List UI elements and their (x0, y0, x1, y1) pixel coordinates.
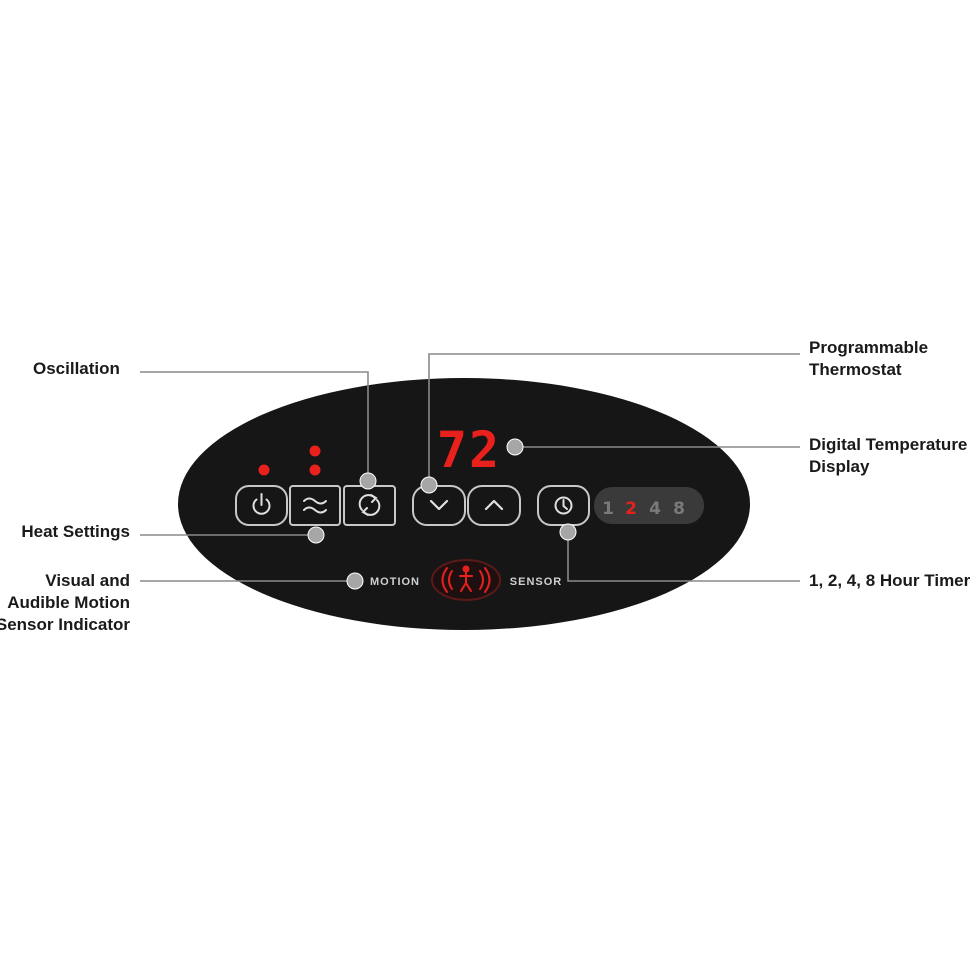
callout-motion-line-1: Visual and (45, 571, 130, 590)
temperature-down-button[interactable] (412, 485, 466, 526)
oscillation-arrows-icon (358, 494, 381, 516)
temperature-display: 72 (437, 421, 501, 479)
callout-thermostat-line-2: Thermostat (809, 360, 902, 379)
callout-timer: 1, 2, 4, 8 Hour Timer (809, 570, 970, 592)
dot-heat-settings (307, 526, 325, 544)
callout-temperature-line-1: Digital Temperature (809, 435, 968, 454)
dot-oscillation (359, 472, 377, 490)
timer-indicator-strip (594, 487, 704, 524)
timer-option-2: 2 (625, 499, 637, 519)
clock-icon (554, 496, 573, 515)
motion-label: MOTION (370, 576, 420, 588)
power-icon (252, 493, 271, 515)
dot-timer (559, 523, 577, 541)
timer-button[interactable] (537, 485, 590, 526)
heat-indicator-led-high-bottom (309, 464, 321, 476)
callout-motion-indicator: Visual and Audible Motion Sensor Indicat… (0, 570, 130, 636)
motion-sensor-person-icon (441, 565, 491, 593)
leader-lines (140, 353, 800, 582)
dot-thermostat (420, 476, 438, 494)
leader-oscillation (140, 371, 369, 481)
callout-motion-line-2: Audible Motion (7, 593, 130, 612)
leader-thermostat (428, 353, 800, 485)
heat-waves-icon (303, 497, 327, 514)
temperature-up-button[interactable] (467, 485, 521, 526)
callout-temperature-display: Digital Temperature Display (809, 434, 967, 478)
dot-motion (346, 572, 364, 590)
callout-motion-line-3: Sensor Indicator (0, 615, 130, 634)
chevron-down-icon (429, 499, 449, 511)
power-button[interactable] (235, 485, 288, 526)
callout-thermostat: Programmable Thermostat (809, 337, 928, 381)
timer-option-8: 8 (673, 499, 685, 519)
callout-heat-settings: Heat Settings (21, 521, 130, 543)
leader-dots (307, 438, 577, 590)
sensor-label: SENSOR (510, 576, 562, 588)
callout-oscillation-line: Oscillation (33, 359, 120, 378)
callout-heat-settings-line: Heat Settings (21, 522, 130, 541)
callout-thermostat-line-1: Programmable (809, 338, 929, 357)
oscillation-button[interactable] (343, 485, 396, 526)
motion-sensor-indicator (431, 559, 501, 601)
dot-temperature (506, 438, 524, 456)
timer-option-4: 4 (649, 499, 661, 519)
heat-indicator-led-low (258, 464, 270, 476)
callout-temperature-line-2: Display (809, 457, 870, 476)
leader-timer (567, 532, 800, 582)
chevron-up-icon (484, 499, 504, 511)
callout-timer-line: 1, 2, 4, 8 Hour Timer (809, 571, 970, 590)
heat-indicator-led-high-top (309, 445, 321, 457)
heat-settings-button[interactable] (289, 485, 341, 526)
callout-oscillation: Oscillation (33, 358, 120, 380)
timer-option-1: 1 (602, 499, 614, 519)
